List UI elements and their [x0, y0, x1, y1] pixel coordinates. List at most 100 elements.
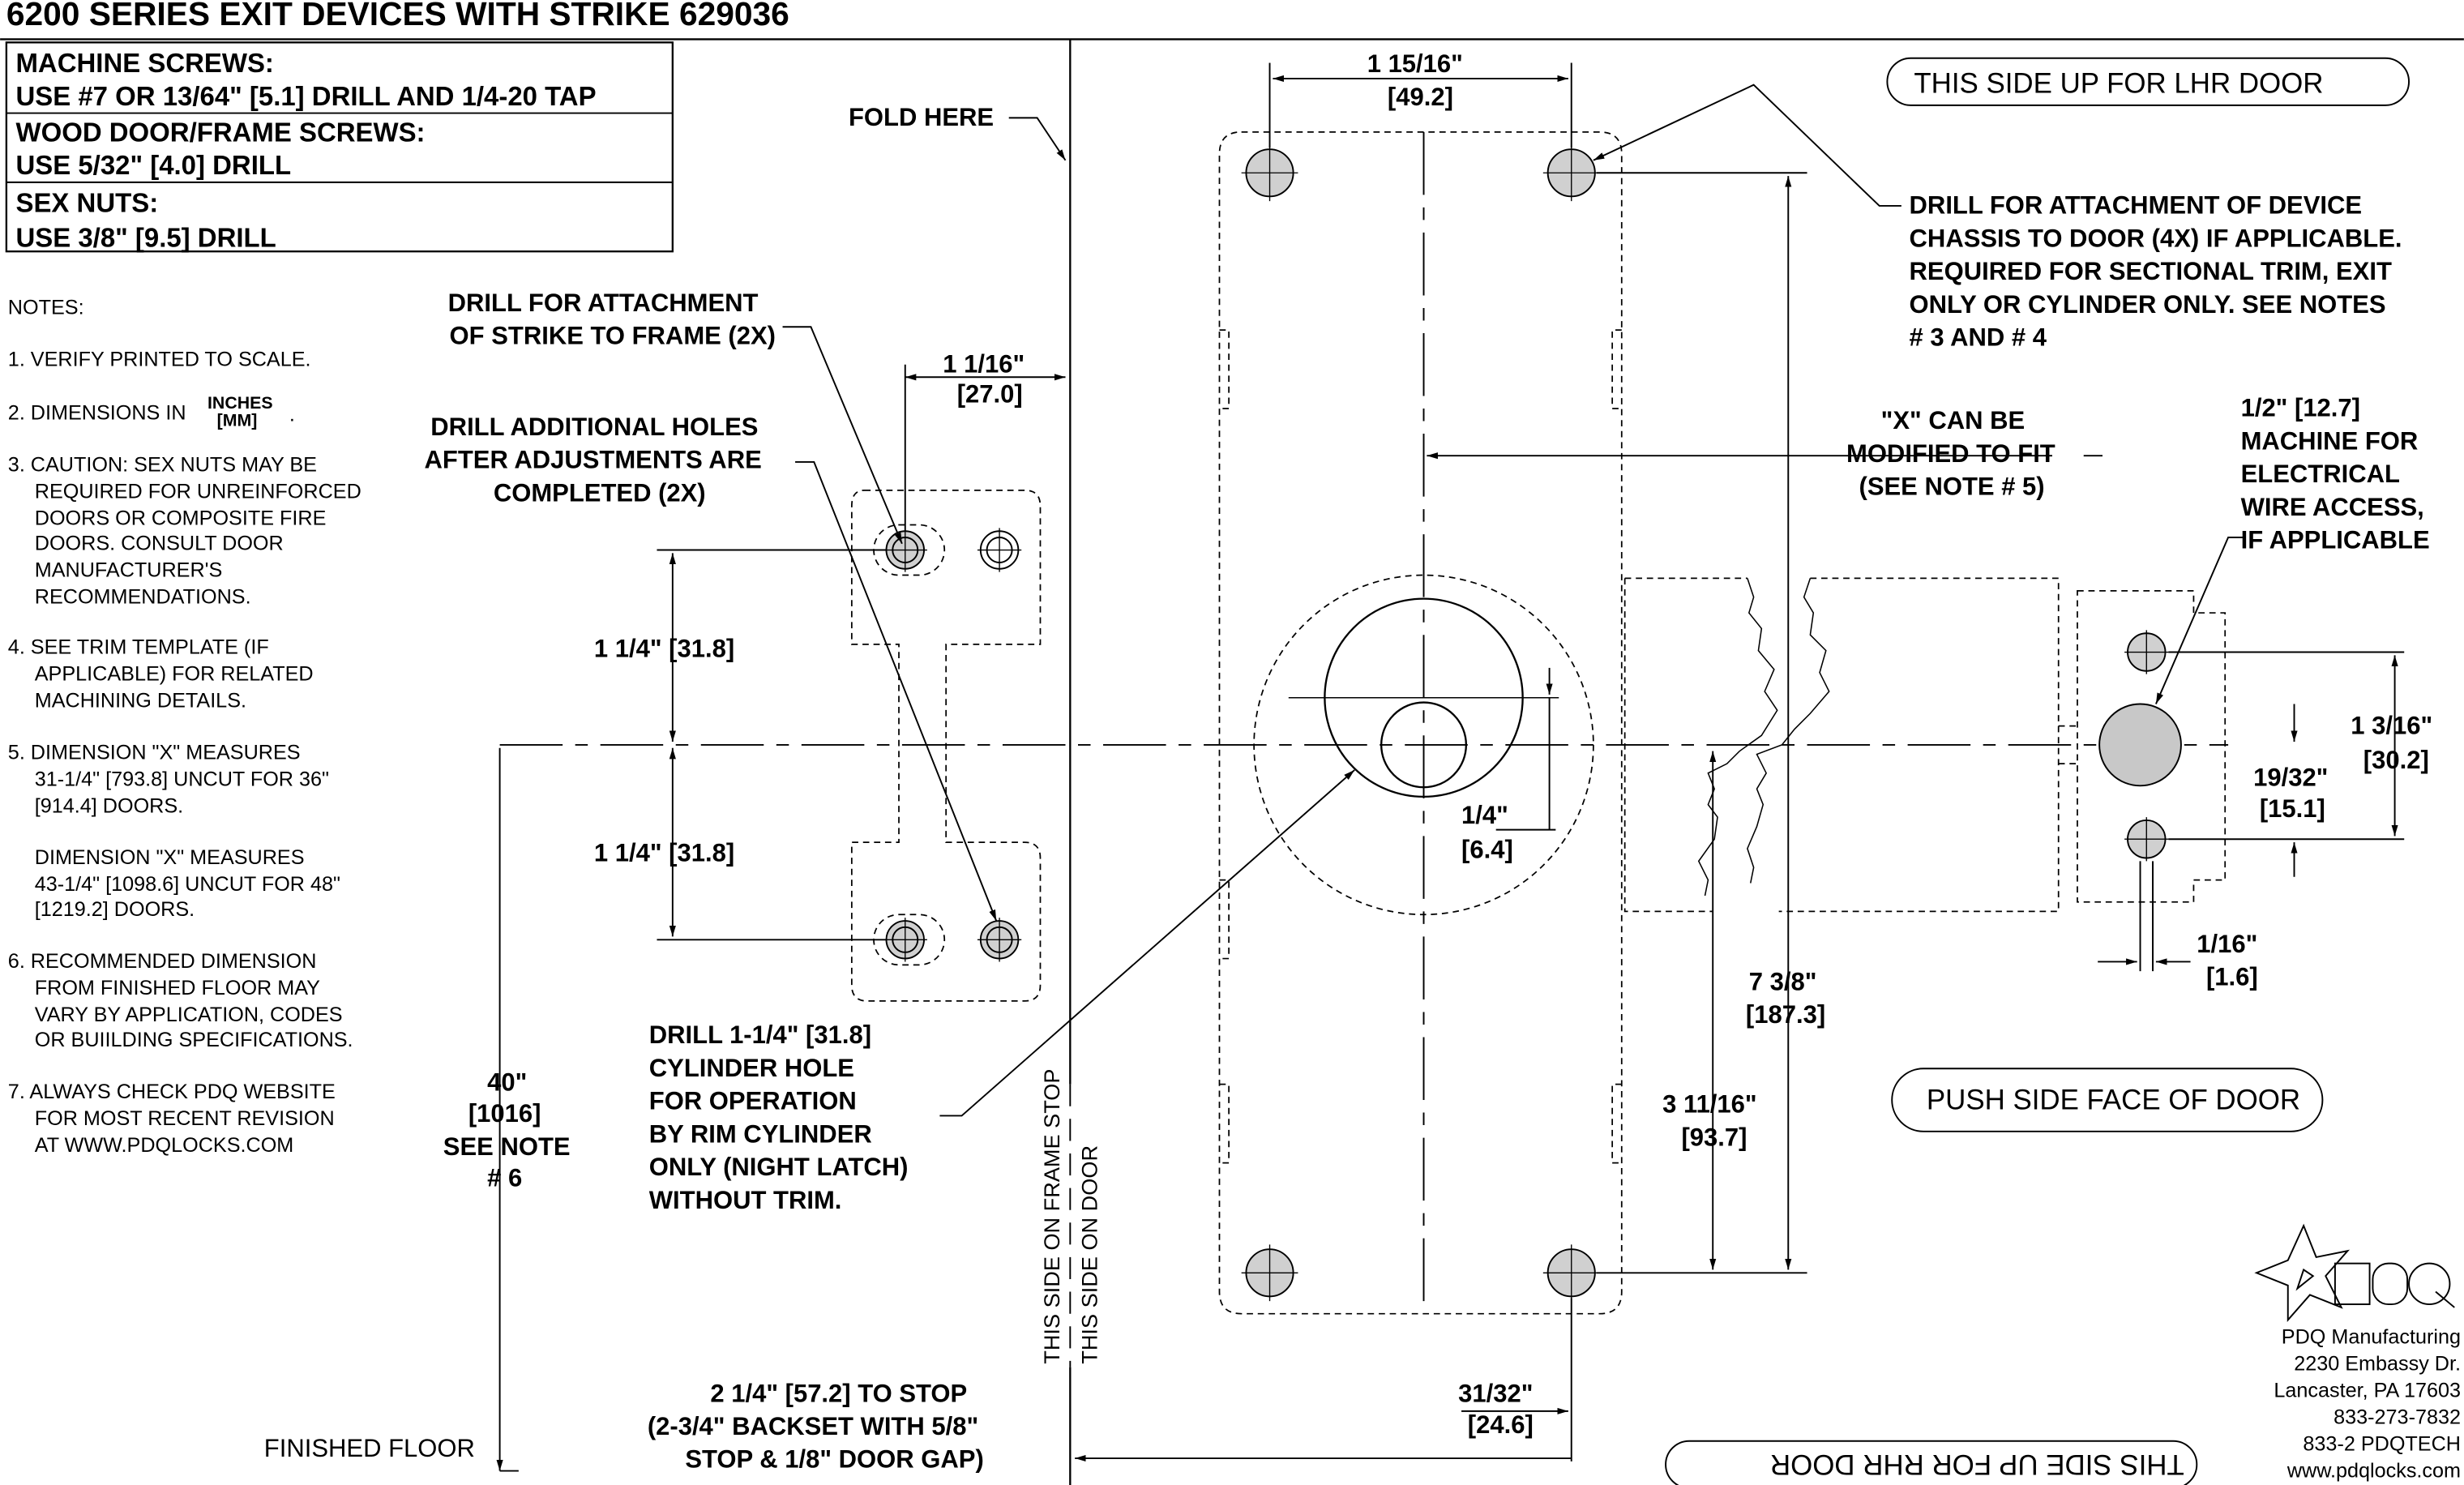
device-chassis-line-3: REQUIRED FOR SECTIONAL TRIM, EXIT: [1910, 257, 2392, 285]
rhr-door-label: THIS SIDE UP FOR RHR DOOR: [1665, 1440, 2198, 1485]
device-chassis-leader: [1593, 83, 1901, 207]
chassis-outline: [1218, 131, 1623, 1315]
company-line-5: 833-2 PDQTECH: [2303, 1432, 2461, 1455]
note-3-line-3: DOORS OR COMPOSITE FIRE: [35, 507, 327, 530]
x-modify-line-2: MODIFIED TO FIT: [1846, 439, 2055, 468]
note-4-line-1: 4. SEE TRIM TEMPLATE (IF: [8, 636, 269, 658]
cylinder-callout: DRILL 1-1/4" [31.8] CYLINDER HOLE FOR OP…: [649, 1021, 909, 1214]
additional-holes-line-1: DRILL ADDITIONAL HOLES: [430, 413, 758, 441]
strike-attach-line-1: DRILL FOR ATTACHMENT: [448, 289, 759, 317]
x-modify-line-1: "X" CAN BE: [1881, 406, 2026, 434]
star-icon: [2254, 1223, 2351, 1323]
exit-device-body: [1623, 577, 2227, 913]
dim-1-1-4-upper: 1 1/4" [31.8]: [594, 634, 734, 662]
cylinder-callout-leader: [939, 769, 1355, 1117]
dim-40-line-3: SEE NOTE: [443, 1132, 571, 1161]
cylinder-hole: [1288, 597, 1559, 798]
note-5b-line-2: 43-1/4" [1098.6] UNCUT FOR 48": [35, 873, 340, 896]
dim-19-32-top: 19/32": [2253, 763, 2328, 791]
dim-1-4-bottom: [6.4]: [1461, 835, 1513, 863]
note-5-line-3: [914.4] DOORS.: [35, 794, 183, 817]
note-4-line-2: APPLICABLE) FOR RELATED: [35, 662, 314, 685]
dim-40-line-1: 40": [487, 1068, 527, 1096]
chassis-holes: [1241, 144, 1600, 1302]
note-2-inches: INCHES: [207, 393, 273, 413]
note-3-line-2: REQUIRED FOR UNREINFORCED: [35, 481, 361, 503]
dim-3-11-16-top: 3 11/16": [1662, 1090, 1756, 1119]
company-info: PDQ Manufacturing 2230 Embassy Dr. Lanca…: [2274, 1326, 2461, 1483]
dim-1-16-bottom: [1.6]: [2206, 963, 2258, 991]
dim-1-4-top: 1/4": [1461, 801, 1508, 829]
company-line-6: www.pdqlocks.com: [2286, 1459, 2461, 1482]
dim-31-32-bottom: [24.6]: [1468, 1410, 1534, 1439]
push-side-text: PUSH SIDE FACE OF DOOR: [1927, 1085, 2300, 1116]
cylinder-callout-line-3: FOR OPERATION: [649, 1087, 857, 1115]
rhr-door-text: THIS SIDE UP FOR RHR DOOR: [1770, 1449, 2184, 1480]
on-door-label: THIS SIDE ON DOOR: [1076, 1145, 1102, 1364]
note-6-line-4: OR BUIILDING SPECIFICATIONS.: [35, 1029, 353, 1051]
note-3-line-1: 3. CAUTION: SEX NUTS MAY BE: [8, 454, 317, 477]
dim-1-3-16-top: 1 3/16": [2351, 711, 2432, 739]
wire-access-line-5: IF APPLICABLE: [2241, 526, 2430, 554]
note-5b-line-1: DIMENSION "X" MEASURES: [35, 846, 305, 869]
dim-1-1-16-bottom: [27.0]: [957, 379, 1023, 408]
wire-access-line-2: MACHINE FOR: [2241, 426, 2419, 455]
device-dimensions: [2098, 537, 2405, 972]
cylinder-callout-line-2: CYLINDER HOLE: [649, 1054, 854, 1082]
dim-1-1-4-lower: 1 1/4" [31.8]: [594, 838, 734, 867]
to-stop-line-1: 2 1/4" [57.2] TO STOP: [710, 1379, 967, 1407]
additional-holes-line-2: AFTER ADJUSTMENTS ARE: [425, 446, 762, 474]
dim-3-11-16-bottom: [93.7]: [1681, 1123, 1747, 1151]
note-2: 2. DIMENSIONS IN: [8, 402, 186, 425]
wire-access-line-3: ELECTRICAL: [2241, 460, 2400, 488]
pdq-logo: [2254, 1223, 2455, 1323]
push-side-label: PUSH SIDE FACE OF DOOR: [1891, 1068, 2324, 1132]
to-stop-line-3: STOP & 1/8" DOOR GAP): [685, 1445, 983, 1474]
drill-table-row-1: MACHINE SCREWS:: [16, 48, 274, 78]
additional-holes-leader: [795, 460, 998, 922]
fold-here-label: FOLD HERE: [849, 103, 994, 131]
company-line-4: 833-273-7832: [2334, 1406, 2461, 1428]
dim-1-16-top: 1/16": [2197, 930, 2257, 958]
finished-floor-label: FINISHED FLOOR: [264, 1434, 475, 1462]
strike-attach-leader: [782, 326, 903, 545]
note-7-line-1: 7. ALWAYS CHECK PDQ WEBSITE: [8, 1081, 336, 1103]
note-7-line-2: FOR MOST RECENT REVISION: [35, 1107, 335, 1130]
notes-block: NOTES: 1. VERIFY PRINTED TO SCALE. 2. DI…: [8, 297, 361, 1157]
cylinder-callout-line-6: WITHOUT TRIM.: [649, 1186, 842, 1214]
pdq-logo-text: PDQ: [2335, 1288, 2339, 1290]
note-5-line-2: 31-1/4" [793.8] UNCUT FOR 36": [35, 768, 329, 790]
strike-dimensions: [496, 364, 1066, 1472]
note-2-mm: [MM]: [217, 410, 258, 430]
cylinder-callout-line-4: BY RIM CYLINDER: [649, 1119, 872, 1148]
drill-table: MACHINE SCREWS: USE #7 OR 13/64" [5.1] D…: [5, 41, 674, 252]
to-stop-line-2: (2-3/4" BACKSET WITH 5/8": [648, 1412, 978, 1440]
drawing-title: 6200 SERIES EXIT DEVICES WITH STRIKE 629…: [6, 0, 789, 32]
drill-table-row-4: USE 5/32" [4.0] DRILL: [16, 150, 292, 180]
device-holes: [2098, 630, 2182, 862]
note-5-line-1: 5. DIMENSION "X" MEASURES: [8, 741, 301, 764]
note-3-line-5: MANUFACTURER'S: [35, 558, 223, 581]
note-6-line-3: VARY BY APPLICATION, CODES: [35, 1004, 343, 1026]
note-6-line-1: 6. RECOMMENDED DIMENSION: [8, 950, 317, 973]
device-chassis-line-4: ONLY OR CYLINDER ONLY. SEE NOTES: [1910, 290, 2386, 319]
note-3-line-6: RECOMMENDATIONS.: [35, 585, 251, 608]
drill-table-row-5: SEX NUTS:: [16, 188, 159, 218]
lhr-door-label: THIS SIDE UP FOR LHR DOOR: [1886, 57, 2410, 106]
cylinder-callout-line-5: ONLY (NIGHT LATCH): [649, 1153, 909, 1181]
lhr-door-text: THIS SIDE UP FOR LHR DOOR: [1914, 67, 2323, 99]
device-chassis-line-2: CHASSIS TO DOOR (4X) IF APPLICABLE.: [1910, 224, 2402, 252]
dim-1-15-16-top: 1 15/16": [1367, 49, 1463, 78]
additional-holes-line-3: COMPLETED (2X): [494, 478, 706, 507]
company-line-2: 2230 Embassy Dr.: [2294, 1352, 2461, 1375]
note-3-line-4: DOORS. CONSULT DOOR: [35, 533, 284, 555]
dim-19-32-bottom: [15.1]: [2260, 794, 2325, 823]
dim-1-3-16-bottom: [30.2]: [2363, 746, 2429, 774]
note-4-line-3: MACHINING DETAILS.: [35, 689, 246, 712]
drill-table-row-2: USE #7 OR 13/64" [5.1] DRILL AND 1/4-20 …: [16, 81, 597, 111]
x-modify-line-3: (SEE NOTE # 5): [1859, 473, 2045, 501]
company-line-3: Lancaster, PA 17603: [2274, 1379, 2461, 1402]
wire-access-hole: [2098, 703, 2182, 787]
frame-stop-label: THIS SIDE ON FRAME STOP: [1039, 1068, 1064, 1363]
dim-40-line-2: [1016]: [468, 1099, 541, 1128]
